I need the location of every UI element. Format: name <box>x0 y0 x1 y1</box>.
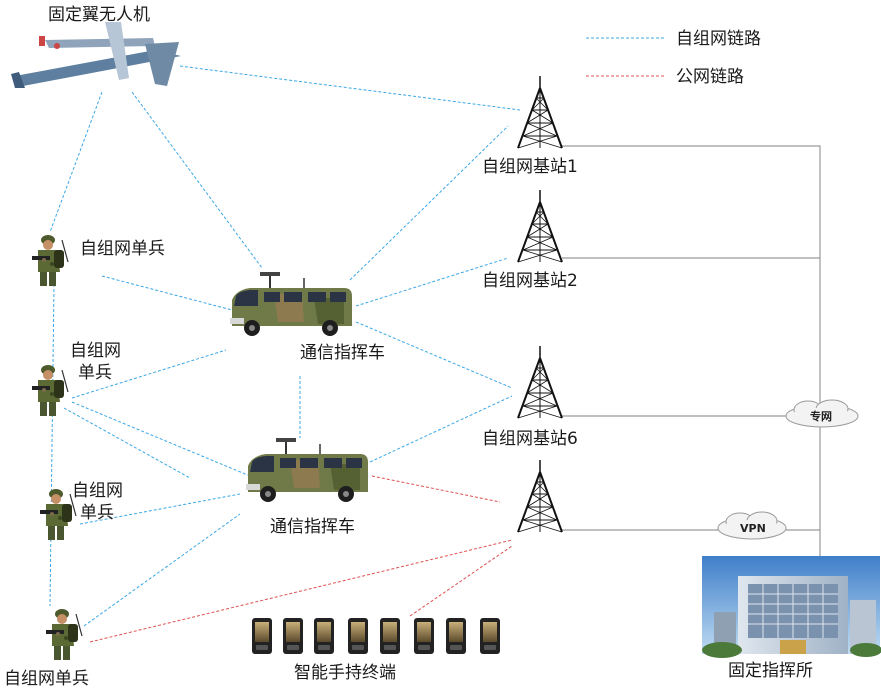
base-station-6-tower-icon <box>517 345 563 419</box>
soldier-3-icon <box>39 488 77 541</box>
station-2-label: 自组网基站2 <box>482 271 578 291</box>
vehicle-2-label: 通信指挥车 <box>270 517 355 537</box>
soldier-1-label: 自组网单兵 <box>80 239 165 259</box>
uav-label: 固定翼无人机 <box>48 5 150 25</box>
command-building-icon <box>702 556 881 658</box>
soldier-2-icon <box>31 364 69 417</box>
wired-links <box>562 145 821 556</box>
command-post-label: 固定指挥所 <box>728 661 813 681</box>
soldier-3-label-line2: 单兵 <box>80 503 114 523</box>
command-vehicle-1-icon <box>229 271 353 337</box>
handheld-terminals <box>252 618 500 654</box>
private-network-cloud-icon: 专网 <box>785 399 859 428</box>
handheld-terminal-icon <box>283 618 303 654</box>
handheld-terminal-icon <box>446 618 466 654</box>
public-links <box>89 475 513 643</box>
base-station-1-tower-icon <box>517 75 563 149</box>
handheld-label: 智能手持终端 <box>294 663 396 683</box>
handheld-terminal-icon <box>480 618 500 654</box>
adhoc-links <box>49 65 521 627</box>
soldier-3-label-line1: 自组网 <box>72 481 123 501</box>
soldier-1-icon <box>31 234 69 287</box>
legend-adhoc-label: 自组网链路 <box>676 29 761 49</box>
handheld-terminal-icon <box>348 618 368 654</box>
vpn-cloud-icon: VPN <box>717 511 787 540</box>
handheld-terminal-icon <box>314 618 334 654</box>
fixed-wing-uav-icon <box>11 22 181 88</box>
base-station-2-tower-icon <box>517 189 563 263</box>
handheld-terminal-icon <box>252 618 272 654</box>
handheld-terminal-icon <box>380 618 400 654</box>
soldier-2-label-line1: 自组网 <box>70 341 121 361</box>
soldier-4-label: 自组网单兵 <box>4 669 89 688</box>
handheld-terminal-icon <box>414 618 434 654</box>
station-1-label: 自组网基站1 <box>482 157 578 177</box>
soldier-2-label-line2: 单兵 <box>78 363 112 383</box>
vehicle-1-label: 通信指挥车 <box>300 343 385 363</box>
soldier-4-icon <box>45 608 83 661</box>
public-network-tower-icon <box>517 459 563 533</box>
private-network-label: 专网 <box>810 409 832 423</box>
command-vehicle-2-icon <box>245 437 369 503</box>
vpn-label: VPN <box>740 522 766 535</box>
legend-public-label: 公网链路 <box>676 67 744 87</box>
station-6-label: 自组网基站6 <box>482 429 578 449</box>
